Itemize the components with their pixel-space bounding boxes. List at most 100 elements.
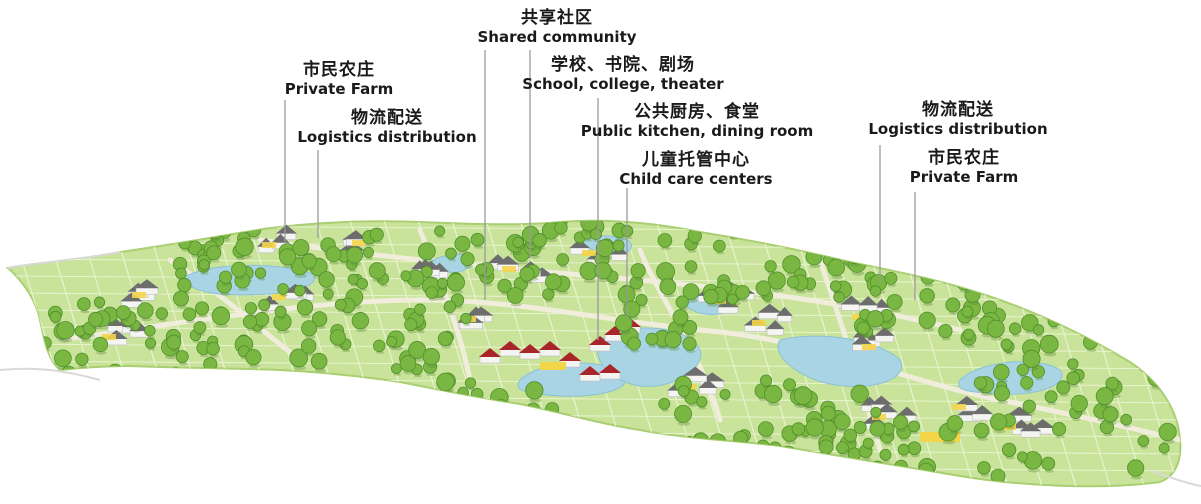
tree-canopy	[1067, 358, 1079, 370]
tree	[77, 297, 91, 314]
tree	[923, 471, 939, 487]
tree-canopy	[1102, 406, 1119, 423]
tree-canopy	[713, 239, 726, 253]
building-roof	[873, 298, 890, 308]
tree	[893, 414, 909, 433]
building-roof	[466, 306, 486, 316]
tree	[1016, 363, 1029, 378]
tree	[437, 331, 453, 349]
field-line	[1194, 200, 1201, 500]
building-wall	[717, 305, 739, 314]
tree	[986, 319, 1005, 341]
tree	[1127, 459, 1145, 480]
tree-canopy	[289, 348, 309, 368]
tree-canopy	[780, 450, 797, 466]
tree-canopy	[318, 271, 335, 288]
tree-canopy	[301, 320, 318, 337]
tree	[993, 385, 1010, 405]
building-roof	[870, 395, 893, 405]
tree	[254, 311, 270, 329]
tree-canopy	[870, 406, 882, 418]
tree-canopy	[630, 263, 646, 279]
tree-canopy	[623, 300, 641, 318]
building-wall	[539, 348, 561, 357]
tree-canopy	[178, 236, 192, 250]
tree-canopy	[279, 248, 297, 266]
tree-shadow	[437, 235, 445, 239]
tree-canopy	[519, 266, 535, 282]
tree-canopy	[408, 341, 427, 359]
tree-canopy	[175, 350, 189, 364]
tree-canopy	[758, 421, 774, 437]
tree-canopy	[793, 386, 813, 405]
tree-canopy	[454, 235, 471, 252]
tree	[672, 309, 689, 328]
tree-canopy	[843, 428, 858, 443]
tree-shadow	[467, 387, 476, 391]
tree-canopy	[399, 355, 417, 372]
tree-canopy	[386, 336, 398, 348]
tree-canopy	[1127, 459, 1145, 477]
tree-shadow	[1035, 334, 1044, 338]
tree-shadow	[699, 406, 707, 410]
tree	[1156, 335, 1172, 354]
tree	[866, 310, 885, 331]
tree-shadow	[697, 446, 708, 450]
tree	[404, 317, 418, 334]
tree	[235, 237, 254, 259]
tree	[277, 283, 289, 297]
tree-shadow	[1159, 349, 1171, 354]
tree	[258, 298, 271, 313]
tree-canopy	[277, 283, 289, 295]
tree-canopy	[853, 420, 867, 434]
tree	[231, 261, 247, 280]
tree	[74, 325, 86, 339]
tree	[346, 246, 364, 266]
building-wall	[589, 343, 611, 352]
tree-canopy	[766, 225, 785, 244]
tree	[545, 273, 562, 293]
tree	[155, 307, 169, 322]
tree-canopy	[672, 309, 689, 326]
building-roof	[120, 292, 143, 302]
tree	[869, 285, 882, 299]
building	[874, 326, 895, 343]
tree-canopy	[696, 396, 708, 408]
tree-shadow	[497, 410, 506, 413]
label-shared-community: 共享社区 Shared community	[477, 10, 636, 45]
building-roof	[1020, 422, 1042, 432]
tree-canopy	[526, 402, 540, 416]
tree	[88, 311, 104, 330]
building-roof	[275, 224, 297, 234]
tree	[836, 441, 849, 457]
label-logistics-right-en: Logistics distribution	[868, 120, 1048, 138]
tree-shadow	[403, 280, 411, 284]
tree-canopy	[437, 331, 453, 347]
label-private-farm-right: 市民农庄 Private Farm	[910, 150, 1019, 185]
tree	[206, 342, 220, 358]
tree-canopy	[818, 439, 834, 455]
tree-canopy	[657, 233, 673, 248]
tree	[310, 352, 328, 373]
label-child-care-zh: 儿童托管中心	[642, 150, 750, 170]
courtyard	[752, 320, 766, 326]
tree-canopy	[1039, 334, 1059, 354]
label-public-kitchen: 公共厨房、食堂 Public kitchen, dining room	[581, 104, 813, 139]
tree	[645, 332, 659, 348]
tree	[460, 252, 475, 269]
tree	[92, 336, 109, 355]
tree-canopy	[38, 336, 52, 350]
tree-canopy	[725, 224, 740, 238]
tree-shadow	[1019, 461, 1027, 464]
tree-canopy	[1104, 316, 1120, 332]
building-roof	[896, 406, 918, 416]
tree	[884, 271, 898, 287]
tree-canopy	[635, 294, 648, 307]
tree	[703, 288, 719, 307]
tree	[630, 263, 646, 281]
tree-canopy	[400, 270, 412, 282]
tree-shadow	[696, 444, 705, 448]
tree	[989, 413, 1008, 434]
tree-shadow	[64, 380, 75, 384]
